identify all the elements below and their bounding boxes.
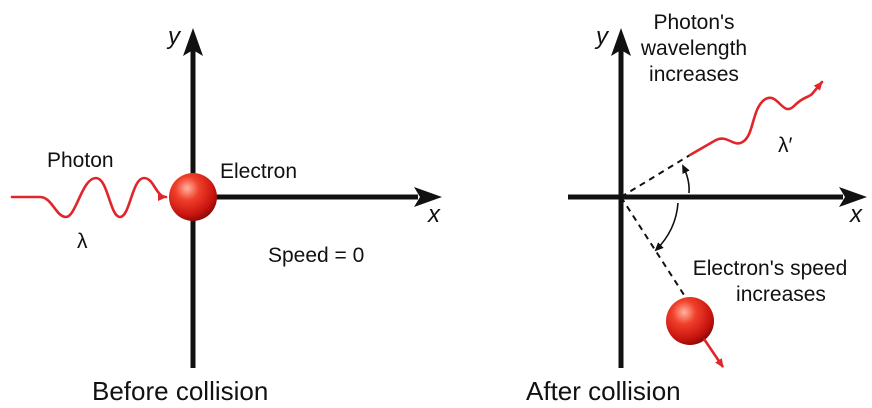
before-x-axis-label: x [427, 201, 441, 228]
after-x-arrowhead [839, 187, 867, 207]
before-y-axis-label: y [166, 23, 182, 50]
photon-wavelength-line3: increases [649, 63, 739, 86]
photon-wavelength-line2: wavelength [640, 37, 747, 60]
incoming-photon-wave [10, 176, 168, 219]
electron-label: Electron [220, 160, 297, 183]
after-y-axis-label: y [594, 23, 610, 50]
before-caption: Before collision [92, 376, 268, 406]
speed-label: Speed = 0 [268, 244, 364, 267]
before-x-arrowhead [414, 187, 442, 207]
after-caption: After collision [526, 376, 681, 406]
photon-path-dashed [620, 154, 691, 198]
before-y-arrowhead [183, 28, 203, 56]
electron-speed-line1: Electron's speed [693, 257, 848, 280]
after-y-arrowhead [611, 28, 631, 56]
electron-angle-arc [654, 202, 679, 252]
electron-ball-before [169, 173, 217, 221]
photon-wavelength-line1: Photon's [653, 11, 734, 34]
before-panel: y x Photon λ Electron Speed = 0 Before c… [10, 23, 442, 406]
electron-ball-after [666, 297, 714, 345]
after-x-axis-label: x [849, 201, 863, 228]
scattered-photon-wave [688, 80, 824, 157]
electron-speed-line2: increases [736, 283, 826, 306]
electron-path-dashed [620, 196, 687, 299]
scattered-wavelength-lambda-prime: λ′ [778, 134, 793, 157]
after-panel: y x λ′ Photon's wavelength increases Ele… [526, 11, 867, 406]
photon-angle-arc [682, 164, 690, 194]
photon-label: Photon [47, 149, 114, 172]
wavelength-lambda: λ [77, 230, 88, 253]
electron-velocity-arrow [702, 338, 725, 368]
